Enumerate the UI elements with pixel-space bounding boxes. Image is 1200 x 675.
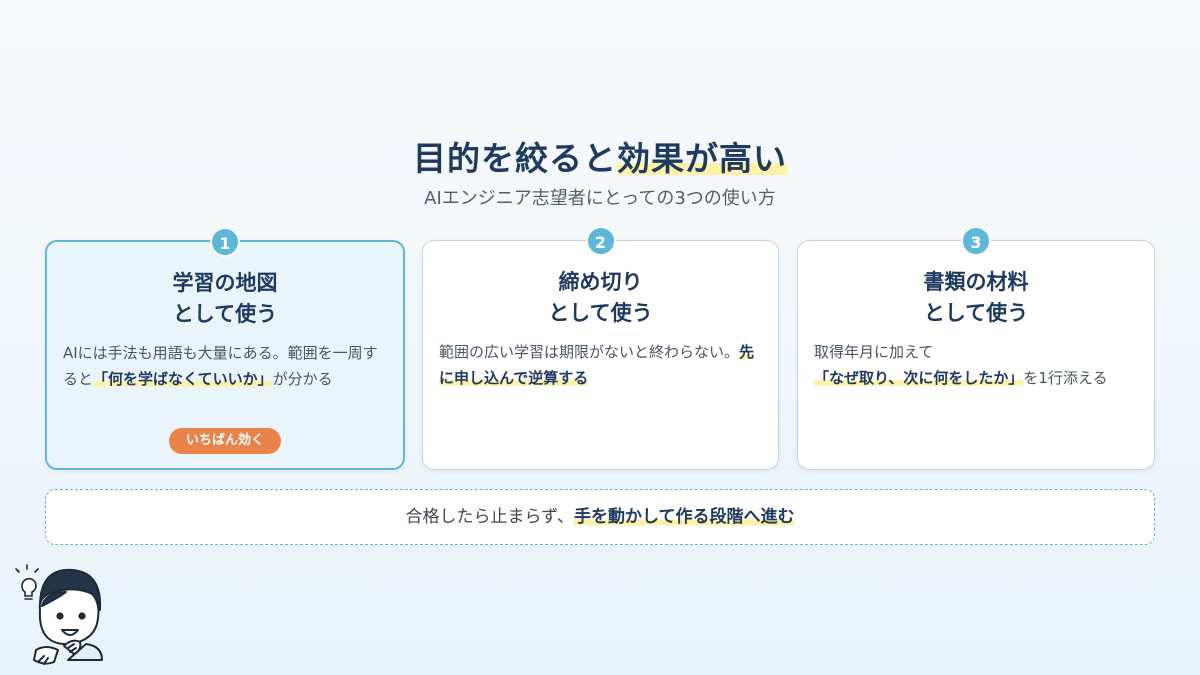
lightbulb-icon	[15, 564, 39, 600]
card-body: 範囲の広い学習は期限がないと終わらない。先に申し込んで逆算する	[439, 339, 766, 391]
card-title-line1: 締め切り	[558, 270, 643, 294]
card-title: 締め切り として使う	[423, 267, 778, 329]
card-body-highlight: 「何を学ばなくていいか」	[93, 370, 273, 388]
card-deadline: 2 締め切り として使う 範囲の広い学習は期限がないと終わらない。先に申し込んで…	[422, 226, 779, 470]
title-text: 目的を絞ると	[413, 139, 617, 178]
card-number-badge: 2	[585, 226, 616, 256]
card-body-text: 範囲の広い学習は期限がないと終わらない。	[439, 343, 740, 361]
card-title-line2: として使う	[172, 302, 278, 326]
banner-highlight: 手を動かして作る段階へ進む	[573, 507, 795, 527]
card-number-badge: 3	[961, 226, 991, 256]
card-body-text: AIには手法も用語も大量にある。範囲を一周すると	[63, 344, 378, 388]
card-body-text: 取得年月に加えて	[814, 343, 934, 361]
page-title: 目的を絞ると効果が高い	[0, 132, 1200, 180]
page-subtitle: AIエンジニア志望者にとっての3つの使い方	[424, 188, 776, 209]
card-number-badge: 1	[210, 227, 240, 257]
card-body-highlight: 「なぜ取り、次に何をしたか」	[814, 369, 1024, 387]
card-body-text-end: が分かる	[272, 370, 333, 388]
next-step-banner: 合格したら止まらず、手を動かして作る段階へ進む	[45, 489, 1155, 545]
title-highlight: 効果が高い	[617, 139, 787, 178]
card-body-text-end: を1行添える	[1023, 369, 1108, 387]
card-title: 書類の材料 として使う	[798, 267, 1154, 329]
card-body: 取得年月に加えて「なぜ取り、次に何をしたか」を1行添える	[814, 339, 1142, 391]
card-title: 学習の地図 として使う	[47, 268, 403, 330]
banner-text: 合格したら止まらず、	[405, 507, 574, 527]
card-document-material: 3 書類の材料 として使う 取得年月に加えて「なぜ取り、次に何をしたか」を1行添…	[797, 226, 1155, 470]
card-title-line2: として使う	[923, 301, 1029, 325]
card-learning-map: 1 学習の地図 として使う AIには手法も用語も大量にある。範囲を一周すると「何…	[45, 227, 405, 470]
best-badge: いちばん効く	[169, 428, 281, 454]
card-title-line1: 書類の材料	[923, 270, 1029, 294]
mascot-illustration	[15, 564, 103, 665]
card-title-line2: として使う	[548, 301, 653, 325]
card-body: AIには手法も用語も大量にある。範囲を一周すると「何を学ばなくていいか」が分かる	[63, 340, 391, 392]
card-title-line1: 学習の地図	[172, 271, 278, 295]
